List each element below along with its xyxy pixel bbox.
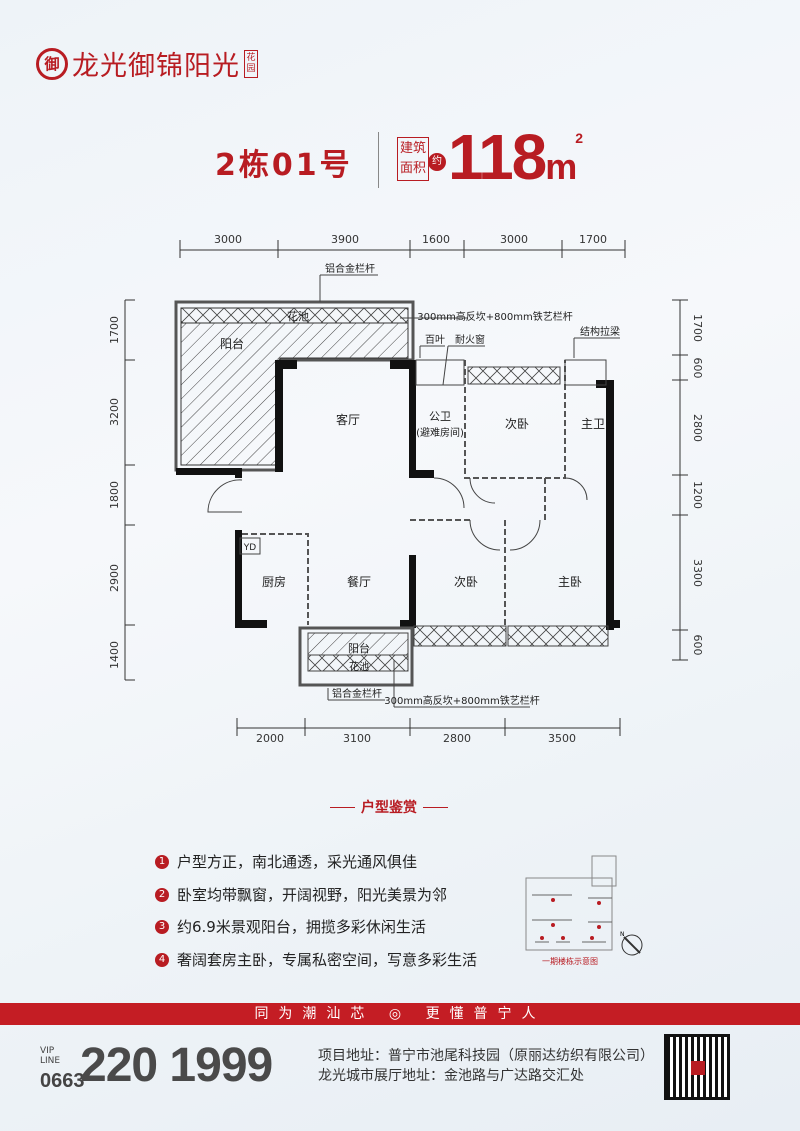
site-map-caption: 一期楼栋示意图 (542, 956, 598, 966)
room-label: 餐厅 (347, 574, 371, 589)
top-dim: 1600 (422, 233, 450, 246)
unit-title: 2栋01号 (215, 148, 353, 183)
room-label: 厨房 (262, 574, 286, 589)
left-dim: 2900 (108, 564, 121, 592)
left-dim: 1800 (108, 481, 121, 509)
logo-mark: 御 (36, 47, 68, 80)
highlight-item: 1 户型方正，南北通透，采光通风俱佳 (155, 851, 417, 872)
note: 300mm高反坎+800mm铁艺栏杆 (417, 310, 573, 323)
right-dim: 1200 (691, 481, 704, 509)
area-value: 118m2 (448, 120, 583, 194)
area-unit: m (545, 146, 577, 187)
north-label: N (620, 931, 625, 938)
brand-suffix: 花园 (244, 49, 258, 78)
line-text: LINE (40, 1056, 61, 1066)
vip-text: VIP (40, 1046, 55, 1056)
right-dim: 2800 (691, 414, 704, 442)
highlight-item: 3 约6.9米景观阳台，拥揽多彩休闲生活 (155, 916, 426, 937)
item-text: 户型方正，南北通透，采光通风俱佳 (177, 853, 418, 871)
phone-number[interactable]: 220 1999 (80, 1039, 273, 1092)
project-address: 项目地址：普宁市池尾科技园（原丽达纺织有限公司） (318, 1048, 654, 1064)
top-dim: 3000 (214, 233, 242, 246)
left-dim: 1700 (108, 316, 121, 344)
highlight-item: 2 卧室均带飘窗，开阔视野，阳光美景为邻 (155, 884, 447, 905)
item-number: 2 (155, 887, 169, 902)
top-dim: 3000 (500, 233, 528, 246)
right-dim: 600 (691, 635, 704, 656)
left-dim: 1400 (108, 641, 121, 669)
logo-mark-icon: ◎ (388, 1006, 412, 1022)
left-dim: 3200 (108, 398, 121, 426)
right-dim: 1700 (691, 314, 704, 342)
slogan-band: 同为潮汕芯 ◎ 更懂普宁人 (0, 1003, 800, 1025)
note: 铝合金栏杆 (325, 262, 375, 275)
room-label: 公卫 (429, 410, 451, 423)
item-text: 约6.9米景观阳台，拥揽多彩休闲生活 (177, 918, 426, 936)
site-map: N 一期楼栋示意图 (525, 855, 643, 966)
bottom-dim: 3100 (343, 732, 371, 745)
bottom-dim: 2800 (443, 732, 471, 745)
room-label: 次卧 (454, 575, 478, 589)
bottom-dim: 2000 (256, 732, 284, 745)
slogan-right: 更懂普宁人 (425, 1006, 546, 1022)
room-label: 主卫 (581, 417, 605, 431)
room-label: 阳台 (220, 336, 244, 351)
item-number: 3 (155, 919, 169, 934)
highlights-title: 户型鉴赏 (330, 797, 448, 817)
yd-label: YD (243, 543, 256, 553)
note: 铝合金栏杆 (332, 687, 382, 700)
room-label: 阳台 (348, 641, 370, 655)
room-label: 主卧 (558, 575, 582, 589)
brand-name: 龙光御锦阳光 (72, 51, 240, 82)
qr-code[interactable] (664, 1034, 730, 1100)
area-number: 118 (448, 121, 547, 193)
room-label: 花池 (287, 310, 309, 323)
note: 结构拉梁 (580, 325, 620, 338)
note: 300mm高反坎+800mm铁艺栏杆 (384, 694, 540, 707)
top-dim: 1700 (579, 233, 607, 246)
room-label: 花池 (349, 660, 369, 673)
floor-plan: 3000 3900 1600 3000 1700 2000 3100 2800 … (108, 233, 704, 745)
room-label: 次卧 (505, 417, 529, 431)
top-dim: 3900 (331, 233, 359, 246)
right-dim: 3300 (691, 559, 704, 587)
area-unit-sup: 2 (575, 130, 583, 146)
item-number: 4 (155, 952, 169, 967)
note: 百叶 (425, 334, 445, 346)
highlights-title-text: 户型鉴赏 (361, 800, 417, 816)
item-number: 1 (155, 854, 169, 869)
highlight-item: 4 奢阔套房主卧，专属私密空间，写意多彩生活 (155, 949, 477, 970)
showroom-address: 龙光城市展厅地址：金池路与广达路交汇处 (318, 1068, 584, 1084)
bottom-dim: 3500 (548, 732, 576, 745)
slogan-left: 同为潮汕芯 (254, 1006, 375, 1022)
item-text: 奢阔套房主卧，专属私密空间，写意多彩生活 (177, 951, 478, 969)
right-dim: 600 (691, 358, 704, 379)
divider (378, 132, 379, 188)
area-code: 0663 (40, 1070, 85, 1092)
room-label: (避难房间) (416, 426, 464, 439)
note: 耐火窗 (455, 333, 485, 346)
room-label: 客厅 (336, 412, 360, 427)
item-text: 卧室均带飘窗，开阔视野，阳光美景为邻 (177, 886, 448, 904)
brand-logo: 御 龙光御锦阳光 花园 (36, 44, 258, 83)
addresses: 项目地址：普宁市池尾科技园（原丽达纺织有限公司） 龙光城市展厅地址：金池路与广达路… (318, 1046, 654, 1086)
approx-badge: 约 (428, 153, 446, 171)
